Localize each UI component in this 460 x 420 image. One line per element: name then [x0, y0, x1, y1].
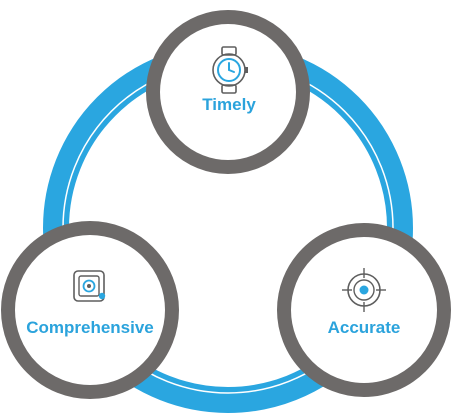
node-comprehensive-label: Comprehensive	[26, 318, 154, 337]
node-accurate-label: Accurate	[328, 318, 401, 337]
target-icon	[342, 268, 386, 312]
node-comprehensive: Comprehensive	[1, 221, 179, 399]
node-comprehensive-circle	[1, 221, 179, 399]
camera-lens-icon	[73, 270, 106, 302]
node-timely: Timely	[146, 10, 310, 174]
node-accurate: Accurate	[277, 223, 451, 397]
node-timely-circle	[146, 10, 310, 174]
node-timely-label: Timely	[202, 95, 256, 114]
watch-icon	[212, 46, 248, 94]
